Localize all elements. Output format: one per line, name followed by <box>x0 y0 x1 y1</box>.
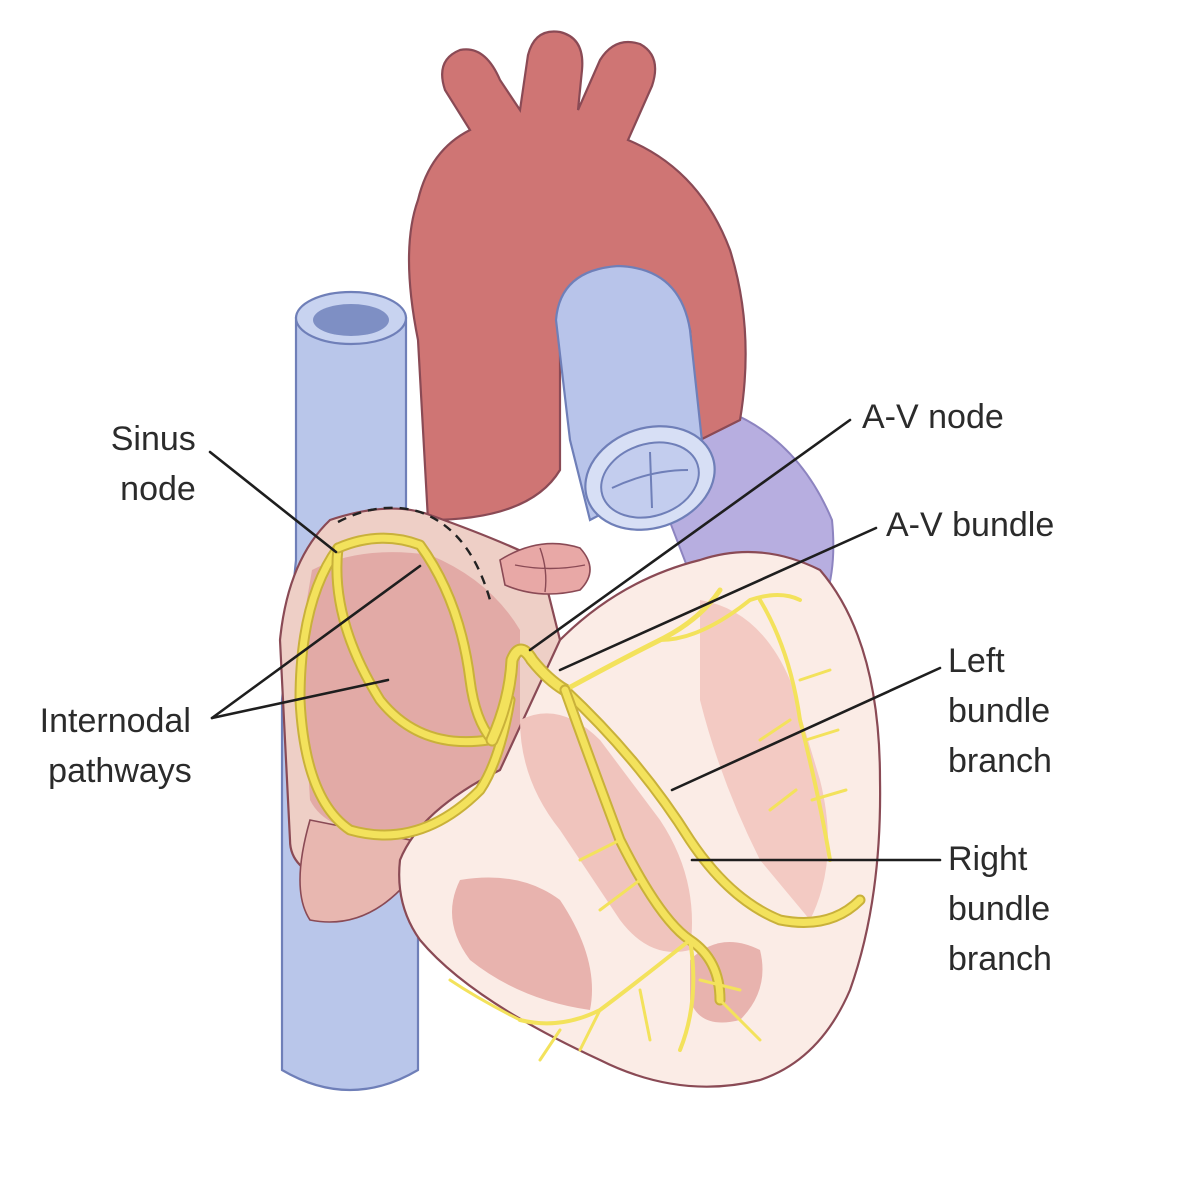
labels: Sinus node A-V node A-V bundle Left bund… <box>40 398 1060 978</box>
bachmann-dashed-path <box>337 506 492 601</box>
leader-av-node <box>528 418 852 652</box>
leader-left-bundle <box>670 666 942 792</box>
label-av-node: A-V node <box>862 398 1004 436</box>
leader-lines <box>208 418 942 862</box>
ventricles <box>398 542 882 1088</box>
label-right-bundle-branch: Right bundle branch <box>948 840 1060 978</box>
leader-internodal-2 <box>210 678 390 720</box>
conduction-system <box>294 532 866 1062</box>
leader-sinus-node <box>208 450 338 554</box>
label-av-bundle: A-V bundle <box>886 506 1054 544</box>
label-left-bundle-branch: Left bundle branch <box>948 642 1060 780</box>
pulmonary-artery <box>554 264 716 531</box>
label-sinus-node: Sinus node <box>111 420 206 508</box>
leader-internodal-1 <box>210 564 422 720</box>
label-internodal-pathways: Internodal pathways <box>40 702 201 790</box>
leader-av-bundle <box>558 526 878 672</box>
